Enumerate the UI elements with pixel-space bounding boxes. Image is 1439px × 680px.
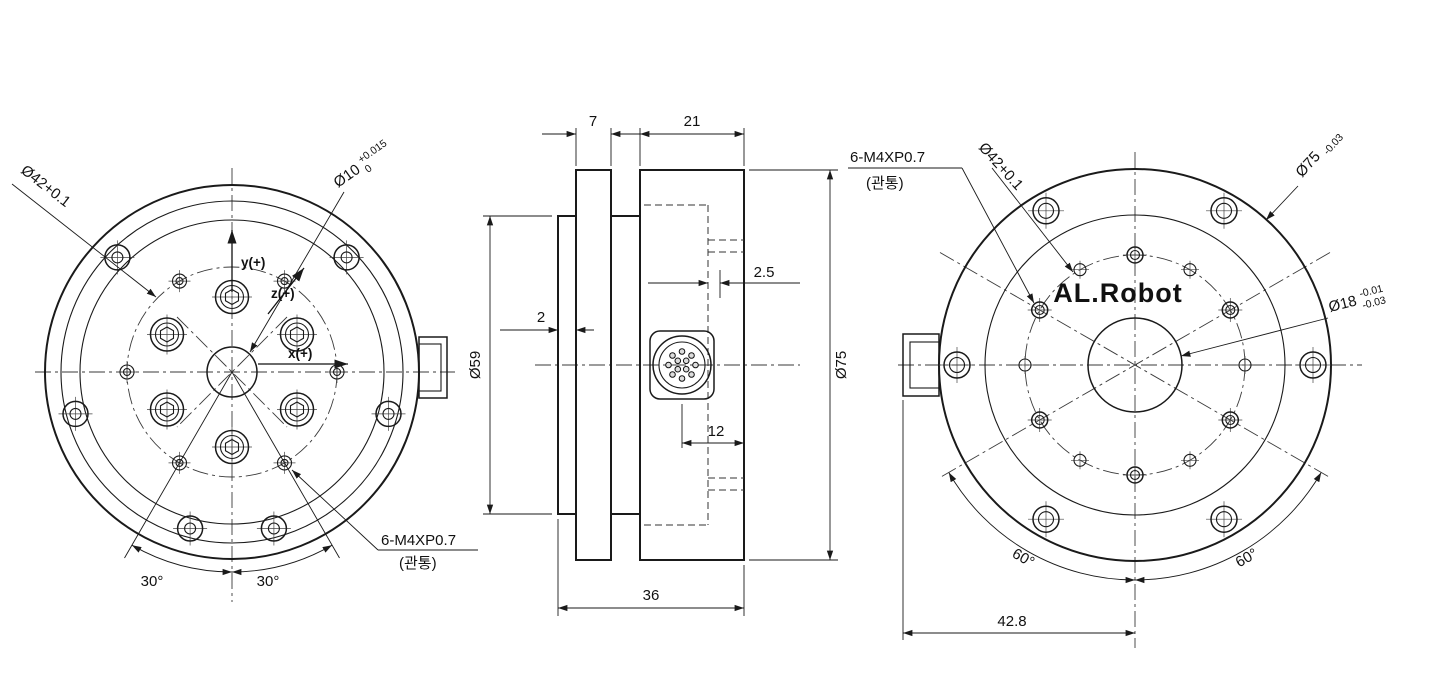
- dim-center-bore: Ø10: [331, 161, 364, 191]
- axis-label-z: z(+): [271, 286, 295, 301]
- leader-line: [11, 183, 157, 298]
- tolerance-lower: 0: [363, 162, 375, 175]
- dim-plate: 2: [537, 309, 545, 326]
- m4-hole: [1217, 407, 1244, 433]
- angle-arc: [1134, 472, 1322, 584]
- dim-total-width: 36: [643, 587, 660, 604]
- dim-bolt-circle: Ø42+0.1: [18, 162, 74, 211]
- leader-line: [1180, 317, 1329, 357]
- dim-outer: Ø75: [1292, 148, 1324, 180]
- clearance-hole: [328, 239, 365, 276]
- dim-diameter-body: Ø75: [833, 351, 850, 379]
- dim-center-bore: Ø18: [1327, 293, 1359, 316]
- angle-label-left: 30°: [141, 573, 164, 590]
- thread-note-sub: (관통): [866, 175, 904, 192]
- m4-hole: [1026, 297, 1053, 323]
- plain-hole: [1070, 450, 1090, 470]
- plain-hole: [1015, 355, 1035, 375]
- front-center-bore: [206, 346, 258, 398]
- leader-line: [961, 167, 1035, 304]
- back-view: AL.Robot 6-M4XP0.7 (관통) Ø42+0.1 Ø75 -0.0…: [848, 131, 1387, 648]
- outer-screw: [938, 346, 976, 384]
- tolerance-upper: -0.01: [1358, 283, 1384, 300]
- dim-bolt-circle: Ø42+0.1: [975, 139, 1026, 193]
- m4-hole: [1026, 407, 1053, 433]
- m4-hole: [1122, 242, 1148, 268]
- tolerance-lower: -0.03: [1361, 294, 1387, 311]
- back-center-bore: [1087, 317, 1183, 413]
- plain-hole: [1180, 450, 1200, 470]
- dim-width-flange: 7: [589, 113, 597, 130]
- dim-width-body: 21: [684, 113, 701, 130]
- front-view: y(+) z(+) x(+) Ø42+0.1 Ø10 +0.015 0 30° …: [11, 137, 478, 602]
- m4-hole: [1122, 462, 1148, 488]
- tolerance-upper: +0.015: [356, 137, 390, 166]
- dim-diameter-pilot: Ø59: [467, 351, 484, 379]
- angle-label-right: 60°: [1233, 545, 1261, 571]
- dim-step: 2.5: [754, 264, 775, 281]
- angle-label-left: 60°: [1009, 545, 1037, 571]
- plain-hole: [1235, 355, 1255, 375]
- side-main-body: [639, 169, 745, 561]
- leader-line: [291, 469, 379, 551]
- front-connector-tab: [418, 336, 448, 399]
- plain-hole: [1070, 260, 1090, 280]
- angle-arc: [231, 544, 333, 576]
- leader-line: [249, 191, 345, 353]
- angle-label-right: 30°: [257, 573, 280, 590]
- axis-label-x: x(+): [288, 346, 312, 361]
- hex-socket-screw: [211, 426, 253, 468]
- axis-label-y: y(+): [241, 255, 265, 270]
- thread-note: 6-M4XP0.7: [381, 532, 456, 549]
- connector-pins: [665, 348, 699, 382]
- m4-hole: [167, 269, 192, 293]
- angle-arc: [131, 544, 233, 576]
- side-view: 7 21 2 Ø59 Ø75 2.5 12: [467, 113, 850, 616]
- thread-note-sub: (관통): [399, 555, 437, 572]
- thread-note: 6-M4XP0.7: [850, 149, 925, 166]
- dim-connector-offset: 12: [708, 423, 725, 440]
- tolerance-lower: -0.03: [1321, 131, 1346, 157]
- m4-hole: [1217, 297, 1244, 323]
- leader-line: [1265, 185, 1299, 221]
- brand-label: AL.Robot: [1053, 278, 1182, 308]
- outer-screw: [1294, 346, 1332, 384]
- side-connector: [649, 330, 715, 400]
- angle-arc: [948, 472, 1136, 584]
- m4-hole: [115, 360, 139, 384]
- plain-hole: [1180, 260, 1200, 280]
- dim-connector-to-center: 42.8: [997, 613, 1026, 630]
- leader-line: [991, 167, 1074, 273]
